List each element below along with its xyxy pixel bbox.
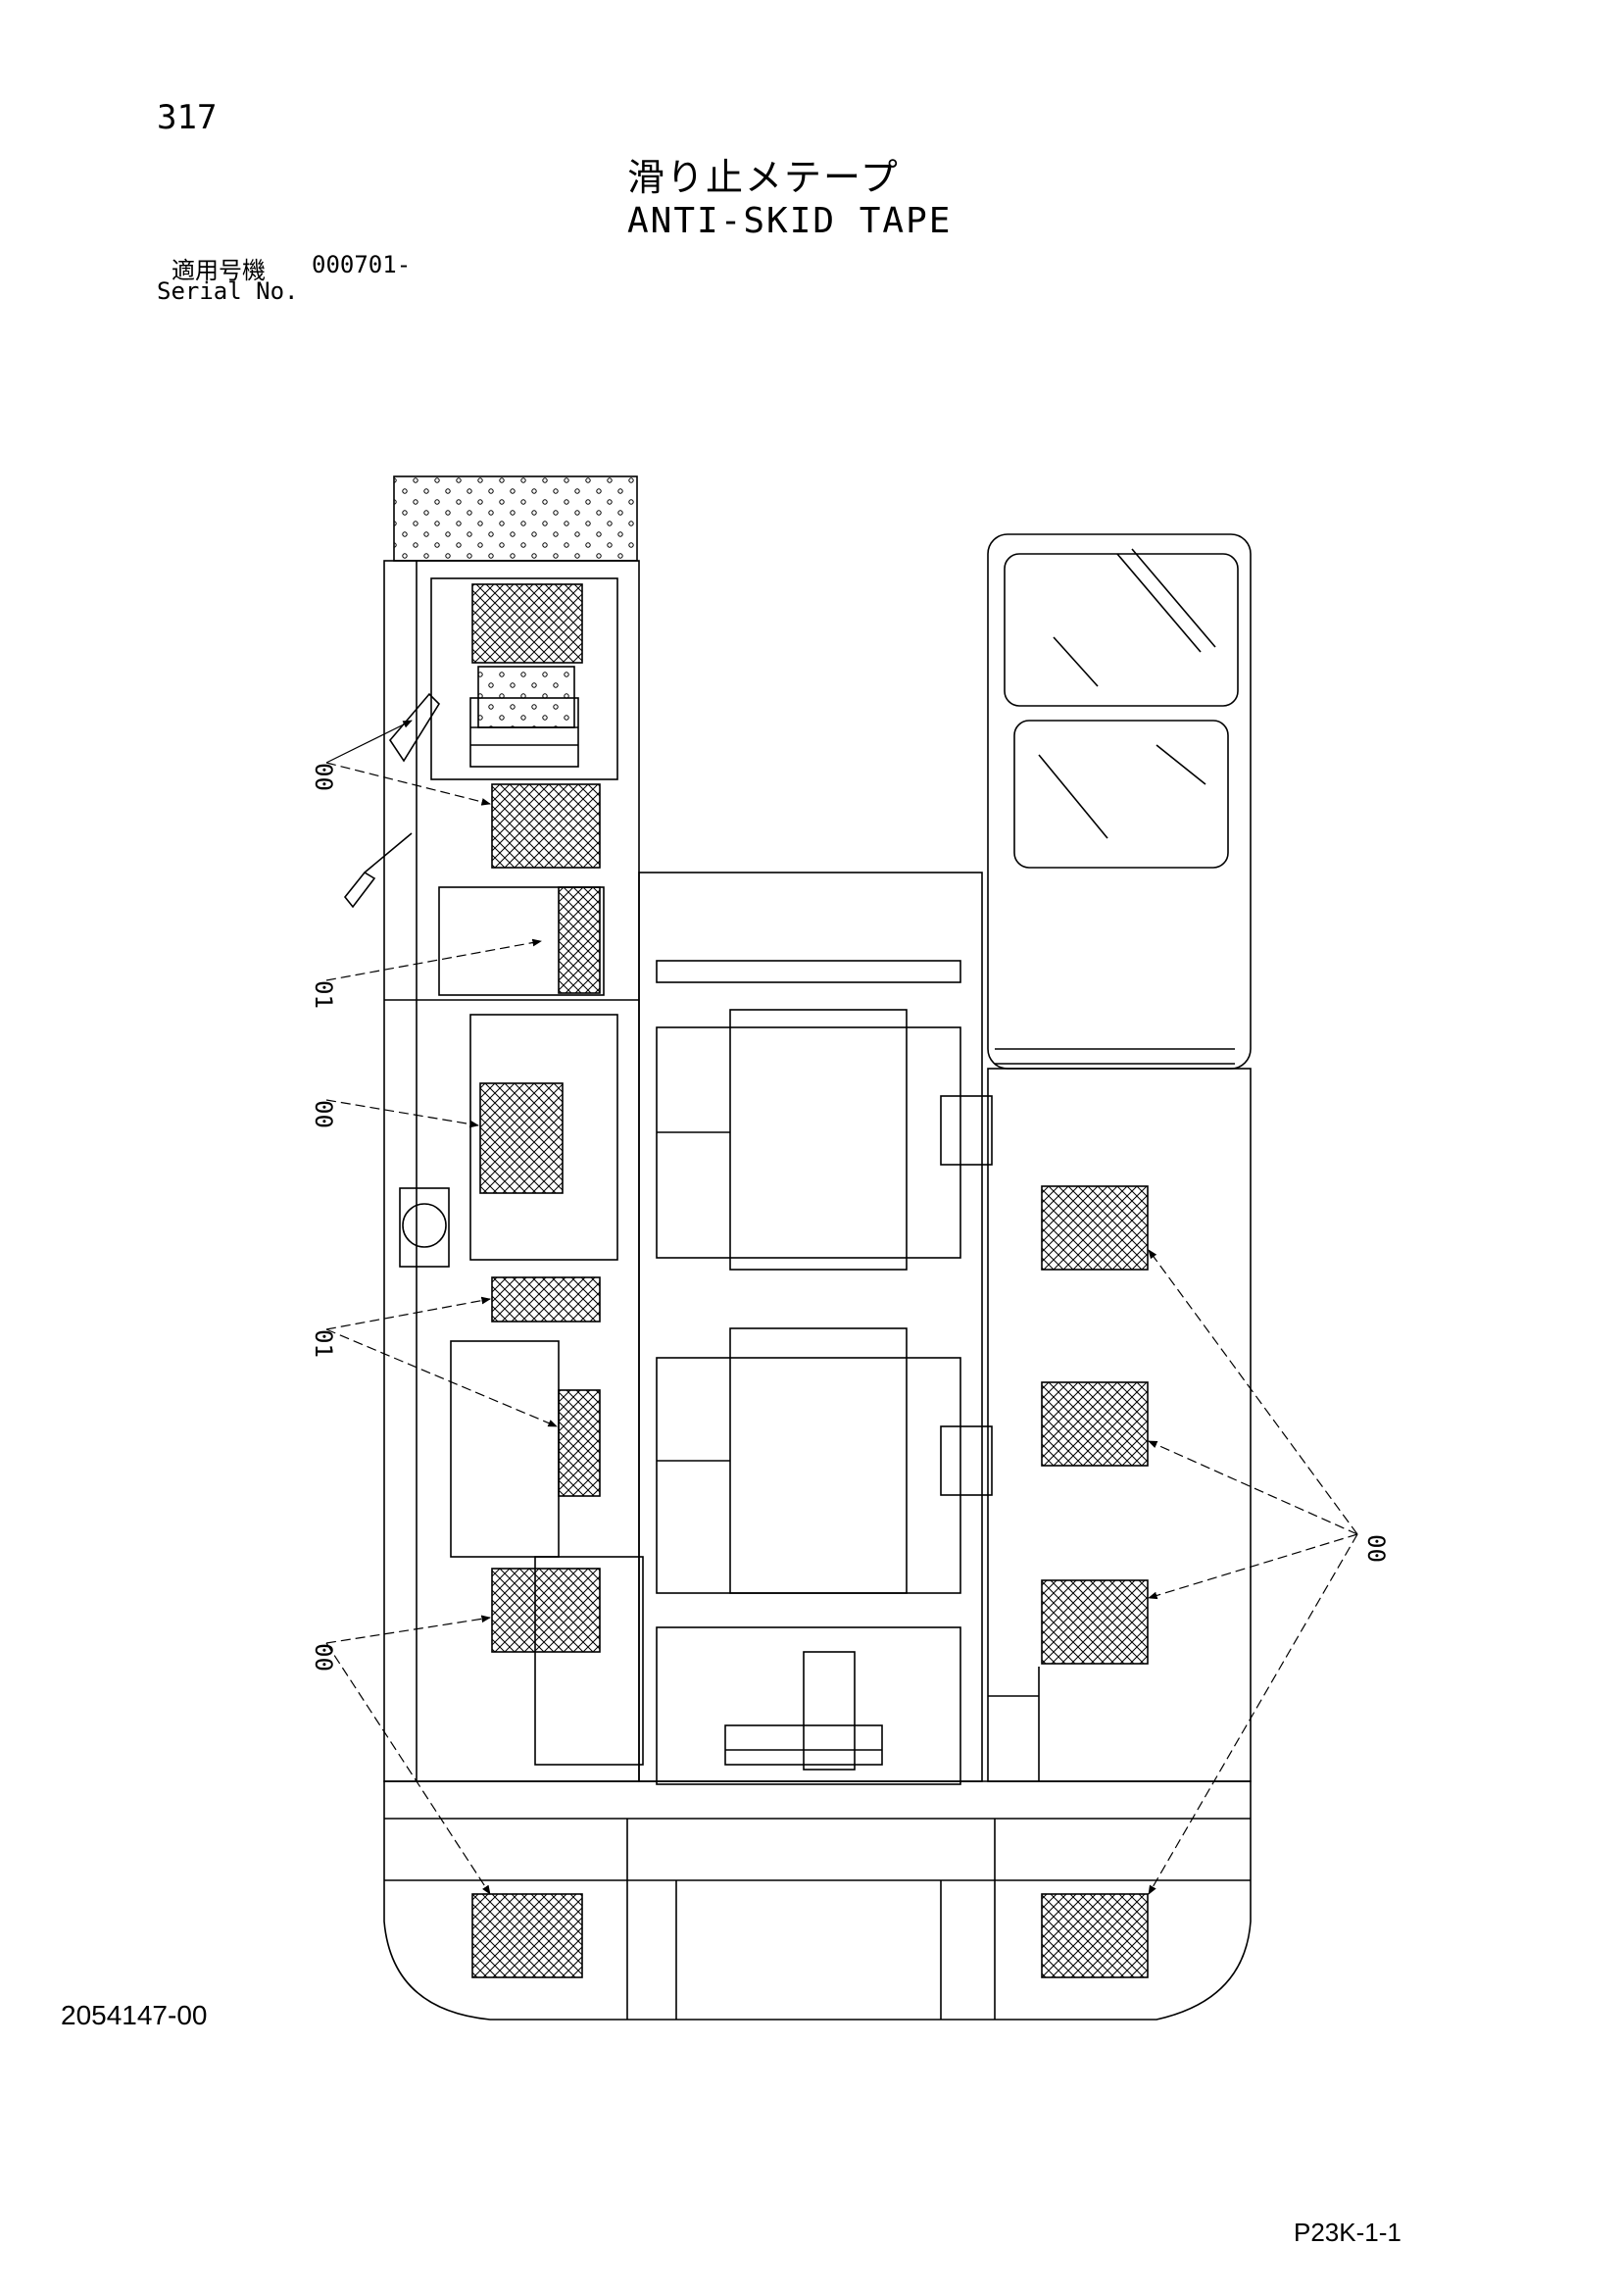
machine-outline [343,475,1252,2021]
document-number: 2054147-00 [61,2000,208,2030]
tape-pad [1041,1185,1149,1271]
callout-label: 00 [1362,1534,1390,1563]
tape-pad [558,886,601,994]
tape-pad [558,1389,601,1497]
tape-pad [479,1082,564,1194]
page-code: P23K-1-1 [1294,2218,1402,2247]
callout-label: 00 [310,1643,337,1672]
page-number: 317 [157,98,218,137]
serial-label-japanese: 適用号機 [172,257,266,284]
tape-pad [1041,1381,1149,1467]
tape-pad [471,1893,583,1978]
tape-pad [491,783,601,869]
tape-pad [1041,1893,1149,1978]
tape-pad [471,583,583,664]
leader-lines [325,720,1358,1895]
tape-pad [491,1276,601,1323]
anti-skid-tape-pads [471,583,1149,1978]
serial-number-value: 000701- [312,251,412,278]
page-title-english: ANTI-SKID TAPE [627,201,953,241]
callout-label: 00 [310,1100,337,1128]
callout-labels: 00 01 00 01 00 00 [310,763,1390,1672]
serial-label-english: Serial No. [157,277,299,305]
tape-pad [1041,1579,1149,1665]
tape-pad [491,1568,601,1653]
callout-label: 01 [310,1329,337,1358]
callout-label: 00 [310,763,337,791]
page-title-japanese: 滑り止メテープ [627,156,900,199]
callout-label: 01 [310,980,337,1009]
